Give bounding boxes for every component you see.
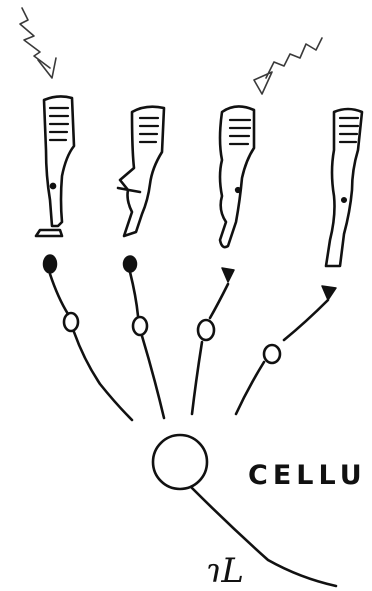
photoreceptor-2 bbox=[118, 107, 164, 418]
light-arrow-right bbox=[254, 38, 322, 94]
output-signal-label: ɿL bbox=[206, 551, 244, 591]
light-arrow-left bbox=[20, 8, 56, 78]
convergent-cell bbox=[153, 435, 336, 586]
cell-label: CELLU bbox=[248, 460, 367, 491]
photoreceptor-1 bbox=[36, 96, 132, 420]
photoreceptor-3 bbox=[192, 106, 254, 414]
photoreceptor-4 bbox=[236, 109, 362, 414]
